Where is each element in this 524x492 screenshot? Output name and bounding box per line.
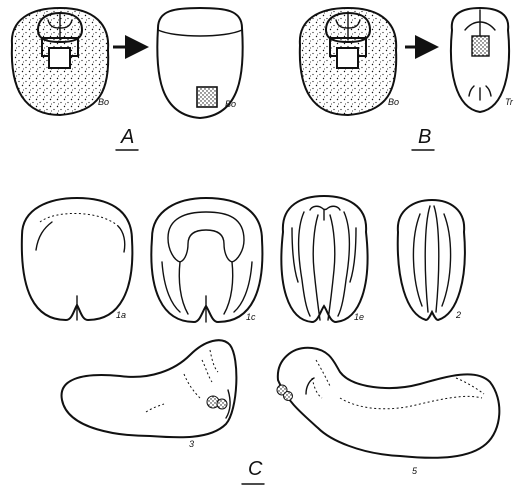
stage-3-label: 3: [189, 439, 194, 449]
stage-1a-embryo: 1a: [22, 198, 133, 320]
stage-5-embryo: 5: [277, 348, 499, 476]
panel-b-donor-tag: Bo: [388, 97, 399, 107]
panel-b-host-embryo: Tr: [451, 8, 514, 112]
panel-b-donor-embryo: Bo: [300, 8, 399, 115]
stage-2-label: 2: [455, 310, 461, 320]
stage-1a-label: 1a: [116, 310, 126, 320]
panel-a-donor-embryo: Bo: [12, 8, 109, 115]
panel-b: Bo Tr B: [300, 8, 514, 150]
stage-2-embryo: 2: [398, 200, 465, 320]
stage-5-label: 5: [412, 466, 418, 476]
stage-1c-label: 1c: [246, 312, 256, 322]
stage-1e-label: 1e: [354, 312, 364, 322]
panel-c: 1a 1c 1e: [22, 196, 500, 484]
panel-a-label: A: [120, 126, 134, 148]
panel-a: Bo Bo A: [12, 8, 243, 150]
stage-1e-embryo: 1e: [281, 196, 367, 322]
panel-b-label: B: [418, 126, 431, 148]
panel-a-host-tag: Bo: [225, 99, 236, 109]
panel-c-label: C: [248, 458, 263, 480]
stage-3-embryo: 3: [62, 340, 237, 449]
stage-1c-embryo: 1c: [151, 198, 262, 322]
panel-a-donor-tag: Bo: [98, 97, 109, 107]
panel-a-host-embryo: Bo: [157, 8, 242, 118]
panel-b-host-tag: Tr: [505, 97, 514, 107]
